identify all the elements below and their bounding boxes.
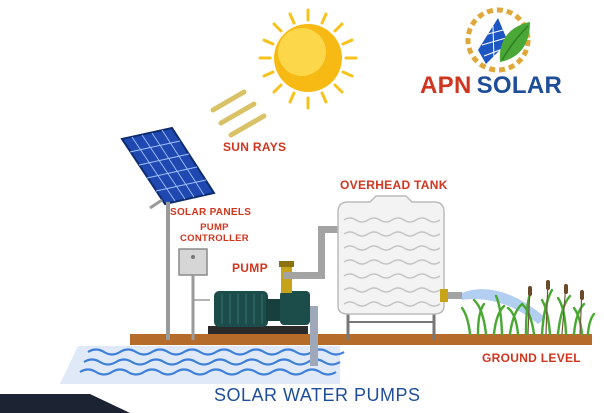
apn-solar-logo xyxy=(465,7,531,73)
solar-panel-icon xyxy=(120,126,216,340)
water-body xyxy=(60,346,345,384)
pump-label: PUMP xyxy=(232,261,268,275)
delivery-pipe xyxy=(284,226,340,279)
ground-strip xyxy=(130,334,592,345)
sun-icon xyxy=(258,8,358,110)
cattail-heads xyxy=(528,280,584,300)
brand-part-solar: SOLAR xyxy=(476,72,563,99)
solar-panels-label: SOLAR PANELS xyxy=(170,207,252,218)
pump-icon xyxy=(208,261,310,334)
pump-controller-label-line2: CONTROLLER xyxy=(180,233,249,244)
pump-controller-icon xyxy=(178,248,210,340)
sun-rays-icon xyxy=(210,89,267,138)
overhead-tank-icon xyxy=(337,195,445,340)
suction-pipe xyxy=(310,306,318,366)
brand-part-apn: APN xyxy=(420,72,472,99)
overhead-tank-label: OVERHEAD TANK xyxy=(340,178,448,192)
pump-controller-label-line1: PUMP xyxy=(200,222,229,233)
sun-rays-label: SUN RAYS xyxy=(223,140,287,154)
outlet-pipe xyxy=(440,289,546,324)
ground-level-label: GROUND LEVEL xyxy=(482,351,581,365)
corner-stripe xyxy=(0,394,130,413)
pump-controller-label: PUMP CONTROLLER xyxy=(180,222,249,244)
page-title: SOLAR WATER PUMPS xyxy=(214,385,421,405)
